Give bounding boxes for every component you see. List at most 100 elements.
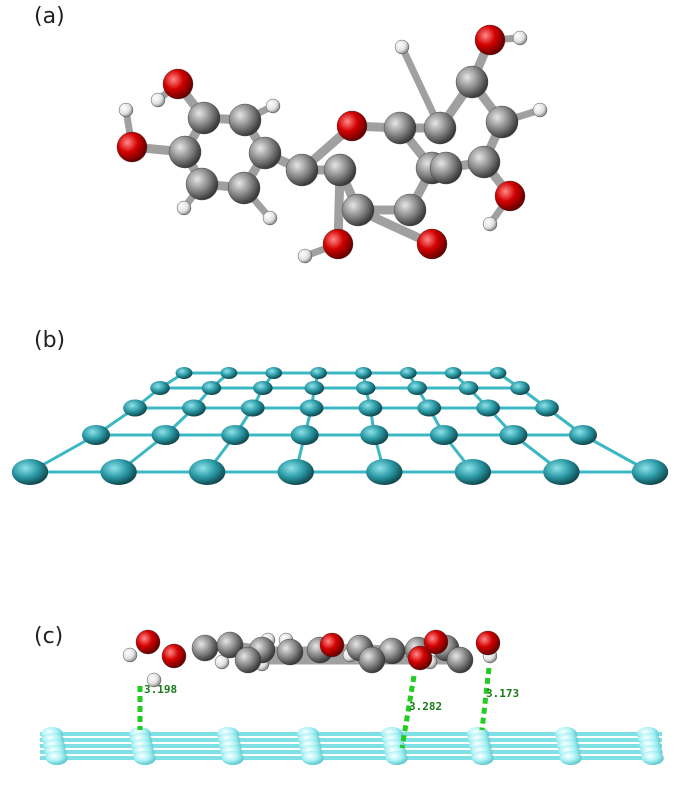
lattice-atom (499, 425, 528, 445)
oxygen-atom (416, 228, 448, 260)
surface-lattice-panel-b (11, 367, 669, 485)
surface-atom (559, 751, 582, 765)
lattice-atom (535, 399, 559, 417)
carbon-atom (358, 646, 386, 674)
carbon-atom (423, 111, 457, 145)
lattice-atom (240, 399, 265, 417)
oxygen-atom (475, 630, 501, 656)
lattice-atom (631, 459, 669, 485)
lattice-atom (429, 425, 458, 445)
hydrogen-atom (532, 102, 548, 118)
panel-label-c: (c) (34, 624, 64, 649)
oxygen-atom (336, 110, 368, 142)
hydrogen-atom (265, 98, 281, 114)
lattice-atom (181, 399, 206, 417)
carbon-atom (248, 136, 282, 170)
hydrogen-bond-line (399, 675, 417, 749)
carbon-atom (485, 105, 519, 139)
oxygen-atom (135, 629, 161, 655)
lattice-atom (304, 381, 325, 395)
hydrogen-atom (394, 39, 410, 55)
lattice-atom (265, 367, 283, 379)
surface-atom (301, 751, 324, 765)
hbond-lines-panel-c (137, 667, 492, 749)
oxygen-atom (322, 228, 354, 260)
lattice-atom (543, 459, 580, 485)
lattice-atom (444, 367, 462, 379)
carbon-atom (234, 646, 262, 674)
lattice-atom (253, 381, 273, 395)
surface-atom (45, 751, 68, 765)
carbon-atom (187, 101, 221, 135)
carbon-atom (429, 151, 463, 185)
surface-atom (385, 751, 408, 765)
lattice-atom (399, 367, 417, 379)
carbon-atom (467, 145, 501, 179)
surface-atom (133, 751, 156, 765)
lattice-atom (358, 399, 383, 417)
surface-side-view-panel-c (40, 727, 664, 765)
panel-label-a: (a) (34, 4, 65, 29)
carbon-atom (276, 638, 304, 666)
lattice-atom (221, 425, 250, 445)
surface-layer (40, 750, 662, 754)
oxygen-atom (474, 24, 506, 56)
oxygen-atom (407, 645, 433, 671)
lattice-atom (220, 367, 238, 379)
carbon-atom (168, 135, 202, 169)
adsorbed-molecule-panel-c (122, 629, 501, 688)
lattice-atom (150, 381, 170, 395)
carbon-atom (285, 153, 319, 187)
hydrogen-bond-line (479, 667, 492, 731)
hydrogen-atom (118, 102, 134, 118)
carbon-atom (227, 171, 261, 205)
lattice-atom (310, 367, 327, 379)
carbon-atom (393, 193, 427, 227)
distance-label-2: 3.282 (409, 700, 442, 713)
lattice-atom (355, 367, 372, 379)
lattice-atom (290, 425, 319, 445)
surface-atom (471, 751, 494, 765)
hydrogen-atom (122, 647, 138, 663)
carbon-atom (191, 634, 219, 662)
lattice-atom (454, 459, 492, 485)
lattice-atom (277, 459, 314, 485)
lattice-atom (489, 367, 507, 379)
lattice-atom (82, 425, 110, 445)
hydrogen-atom (297, 248, 313, 264)
lattice-atom (188, 459, 226, 485)
lattice-atom (458, 381, 479, 395)
hydrogen-atom (482, 216, 498, 232)
surface-atom (641, 751, 664, 765)
lattice-atom (417, 399, 442, 417)
lattice-atom (100, 459, 137, 485)
lattice-atom (299, 399, 324, 417)
hydrogen-atom (262, 210, 278, 226)
lattice-atom (175, 367, 193, 379)
surface-layer (40, 738, 662, 742)
carbon-atom (446, 646, 474, 674)
carbon-atom (455, 65, 489, 99)
quercetin-molecule-panel-a (116, 24, 548, 264)
lattice-atom (151, 425, 180, 445)
lattice-atom (11, 459, 49, 485)
distance-label-1: 3.198 (144, 683, 177, 696)
oxygen-atom (161, 643, 187, 669)
oxygen-atom (494, 180, 526, 212)
surface-layer (40, 744, 662, 748)
panel-label-b: (b) (34, 328, 66, 353)
lattice-atom (569, 425, 597, 445)
hydrogen-atom (150, 92, 166, 108)
oxygen-atom (162, 68, 194, 100)
carbon-atom (383, 111, 417, 145)
lattice-atom (510, 381, 530, 395)
surface-atom (221, 751, 244, 765)
hydrogen-atom (512, 30, 528, 46)
surface-layer (40, 756, 662, 760)
lattice-atom (407, 381, 427, 395)
oxygen-atom (319, 632, 345, 658)
hydrogen-atom (146, 672, 162, 688)
carbon-atom (323, 153, 357, 187)
oxygen-atom (116, 131, 148, 163)
lattice-atom (201, 381, 222, 395)
